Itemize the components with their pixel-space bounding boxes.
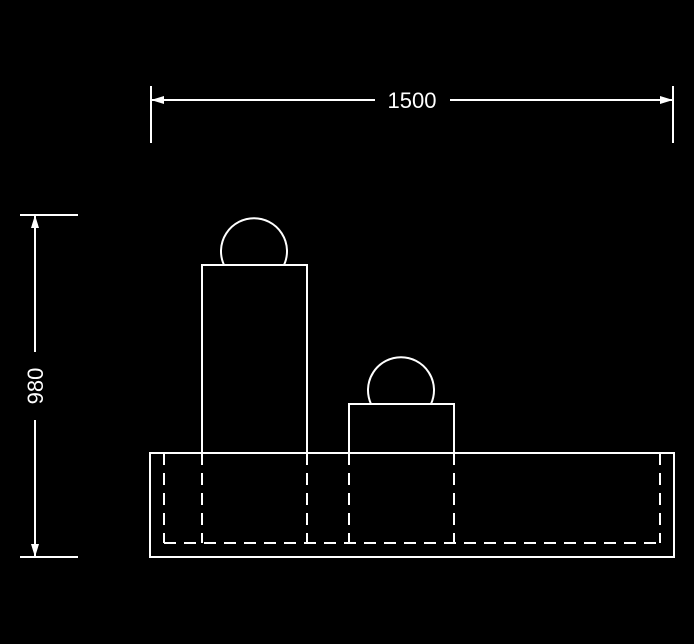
width-arrow-right [660, 96, 673, 104]
tall-pillar [201, 264, 308, 454]
tall-pillar-sphere [220, 217, 288, 266]
tall-pillar-hidden-extension [201, 453, 308, 543]
short-pillar [348, 403, 455, 454]
width-arrow-left [151, 96, 164, 104]
width-dimension: 1500 [150, 86, 674, 143]
width-dimension-label: 1500 [388, 88, 437, 113]
inner-basin-hidden-outline [163, 453, 661, 544]
height-dimension-label: 980 [23, 368, 48, 405]
height-arrow-bottom [31, 544, 39, 557]
height-arrow-top [31, 215, 39, 228]
height-dimension: 980 [20, 214, 78, 558]
short-pillar-sphere [367, 356, 435, 405]
short-pillar-hidden-extension [348, 453, 455, 543]
